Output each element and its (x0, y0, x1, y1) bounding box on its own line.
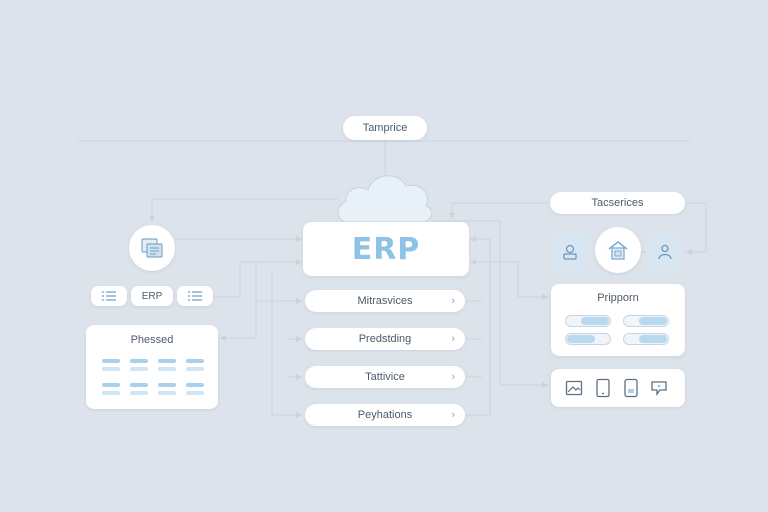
list-icon (188, 291, 202, 301)
row-label: Peyhations (357, 409, 413, 421)
toggle-switch[interactable] (623, 315, 669, 327)
pripporn-panel[interactable]: Pripporn (551, 284, 685, 356)
title-pill: Tamprice (343, 116, 427, 140)
panel-title: Phessed (130, 334, 174, 346)
person-icon (658, 244, 672, 260)
panel-title: Pripporn (597, 292, 639, 304)
image-icon (565, 380, 583, 396)
row-item-tattivice[interactable]: Tattivice › (305, 366, 465, 388)
row-item-microservices[interactable]: Mitrasvices › (305, 290, 465, 312)
cloud-icon (337, 175, 433, 223)
document-node[interactable] (129, 225, 175, 271)
row-label: Predstding (358, 333, 412, 345)
toggle-switch[interactable] (623, 333, 669, 345)
list-node-right[interactable] (177, 286, 213, 306)
erp-main-box[interactable]: ERP (303, 222, 469, 276)
chevron-right-icon: › (451, 295, 455, 307)
row-item-peyhations[interactable]: Peyhations › (305, 404, 465, 426)
list-node-left[interactable] (91, 286, 127, 306)
title-pill-label: Tamprice (362, 122, 408, 134)
chat-icon (651, 381, 667, 396)
erp-mini-node[interactable]: ERP (131, 286, 173, 306)
toggle-switch[interactable] (565, 315, 611, 327)
devices-panel[interactable] (551, 369, 685, 407)
row-label: Mitrasvices (357, 295, 413, 307)
person-node[interactable] (647, 234, 683, 270)
erp-main-label: ERP (351, 231, 421, 267)
services-pill[interactable]: Tacserices (550, 192, 685, 214)
erp-mini-label: ERP (141, 290, 163, 302)
row-item-predstding[interactable]: Predstding › (305, 328, 465, 350)
chevron-right-icon: › (451, 409, 455, 421)
services-pill-label: Tacserices (591, 197, 644, 209)
chevron-right-icon: › (451, 333, 455, 345)
document-icon (141, 238, 163, 258)
tablet-icon (596, 378, 610, 398)
phone-icon (624, 378, 638, 398)
user-icon (563, 244, 577, 260)
data-grid (102, 359, 212, 399)
home-icon (608, 241, 628, 260)
chevron-right-icon: › (451, 371, 455, 383)
user-node[interactable] (552, 234, 588, 270)
home-node[interactable] (595, 227, 641, 273)
list-icon (102, 291, 116, 301)
toggle-switch[interactable] (565, 333, 611, 345)
row-label: Tattivice (365, 371, 405, 383)
phessed-panel[interactable]: Phessed (86, 325, 218, 409)
